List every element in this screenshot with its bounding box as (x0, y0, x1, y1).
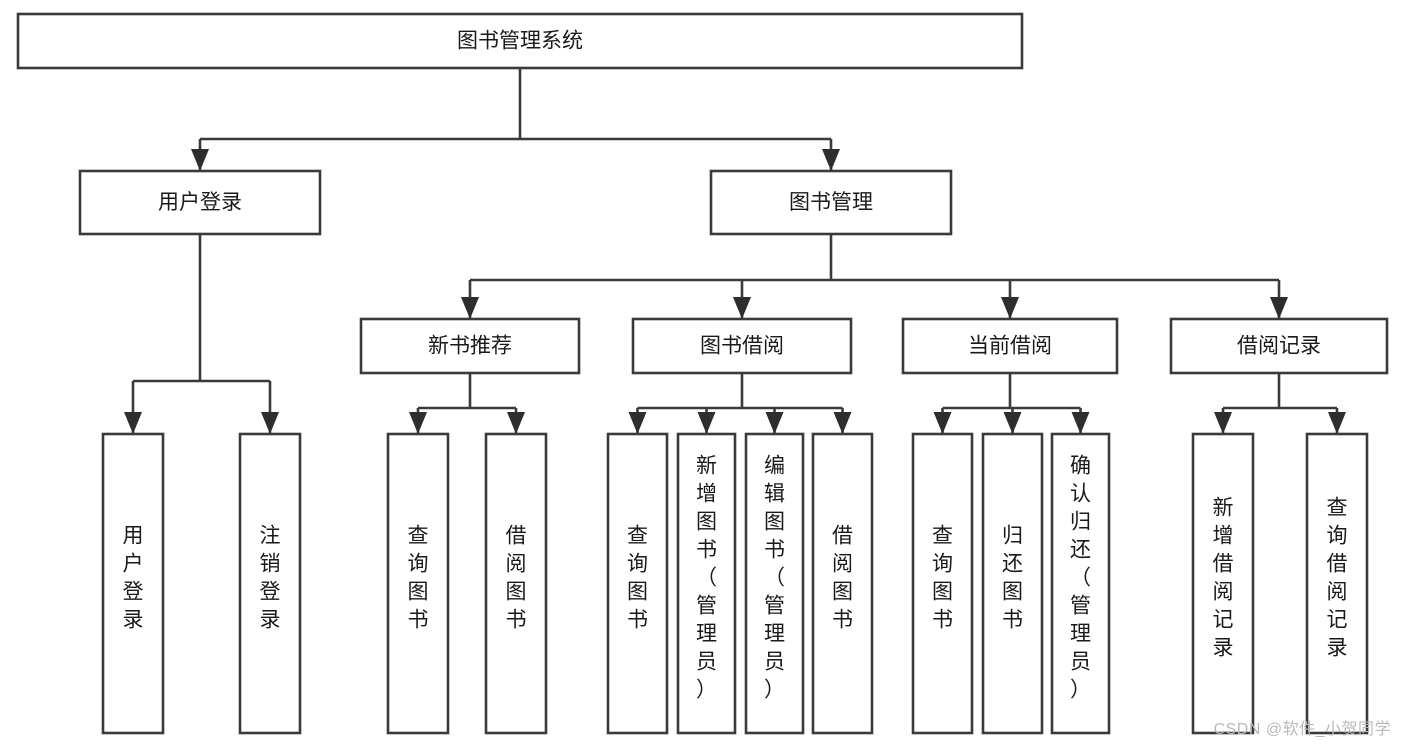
arrow-head-icon-borrow-book-recommend (507, 412, 525, 434)
node-box-book-borrow[interactable] (631, 317, 853, 375)
node-label-edit-book-admin: 编辑图书（管理员） (764, 455, 785, 702)
node-label-root: 图书管理系统 (457, 30, 583, 53)
node-label-user-logout: 注销登录 (260, 525, 281, 632)
node-query-book-recommend[interactable]: 查询图书 (386, 432, 450, 735)
node-query-borrow-record[interactable]: 查询借阅记录 (1305, 432, 1369, 735)
arrow-head-icon-new-book-recommend (461, 297, 479, 319)
node-user-login-do[interactable]: 用户登录 (101, 432, 165, 735)
node-label-book-borrow: 图书借阅 (700, 335, 784, 358)
node-box-new-book-recommend[interactable] (359, 317, 581, 375)
node-user-login[interactable]: 用户登录 (78, 169, 322, 236)
node-box-root[interactable] (16, 12, 1024, 70)
node-label-add-book-admin: 新增图书（管理员） (696, 455, 717, 702)
arrow-head-icon-user-logout (261, 412, 279, 434)
arrow-head-icon-borrow-record (1270, 297, 1288, 319)
node-label-query-book-borrow: 查询图书 (627, 525, 648, 632)
arrow-head-icon-user-login-do (124, 412, 142, 434)
arrow-head-icon-query-book-current (933, 412, 952, 434)
node-confirm-return-admin[interactable]: 确认归还（管理员） (1050, 432, 1111, 735)
arrow-head-icon-query-book-recommend (409, 412, 427, 434)
node-add-borrow-record[interactable]: 新增借阅记录 (1191, 432, 1255, 735)
node-box-query-book-current[interactable] (911, 432, 974, 735)
node-box-user-login[interactable] (78, 169, 322, 236)
node-label-current-borrow: 当前借阅 (968, 335, 1052, 358)
node-label-borrow-record: 借阅记录 (1237, 335, 1321, 358)
arrow-head-icon-add-book-admin (697, 412, 716, 434)
node-query-book-borrow[interactable]: 查询图书 (606, 432, 669, 735)
node-label-user-login-do: 用户登录 (123, 525, 144, 632)
node-label-user-login: 用户登录 (158, 191, 242, 214)
arrow-head-icon-borrow-book-action (833, 412, 852, 434)
node-user-logout[interactable]: 注销登录 (238, 432, 302, 735)
node-box-current-borrow[interactable] (901, 317, 1119, 375)
node-box-book-management[interactable] (709, 169, 953, 236)
arrow-head-icon-return-book (1003, 412, 1022, 434)
node-label-query-borrow-record: 查询借阅记录 (1327, 497, 1348, 660)
node-box-confirm-return-admin[interactable] (1050, 432, 1111, 735)
node-book-management[interactable]: 图书管理 (709, 169, 953, 236)
arrow-head-icon-confirm-return-admin (1071, 412, 1090, 434)
node-label-add-borrow-record: 新增借阅记录 (1213, 497, 1234, 660)
node-edit-book-admin[interactable]: 编辑图书（管理员） (744, 432, 805, 735)
node-label-query-book-current: 查询图书 (932, 525, 953, 632)
arrow-head-icon-edit-book-admin (765, 412, 784, 434)
arrow-head-icon-query-borrow-record (1328, 412, 1346, 434)
node-box-borrow-record[interactable] (1169, 317, 1389, 375)
node-box-user-login-do[interactable] (101, 432, 165, 735)
node-label-confirm-return-admin: 确认归还（管理员） (1070, 455, 1091, 702)
node-label-query-book-recommend: 查询图书 (408, 525, 429, 632)
node-root[interactable]: 图书管理系统 (16, 12, 1024, 70)
node-book-borrow[interactable]: 图书借阅 (631, 317, 853, 375)
node-borrow-record[interactable]: 借阅记录 (1169, 317, 1389, 375)
node-borrow-book-action[interactable]: 借阅图书 (811, 432, 874, 735)
node-current-borrow[interactable]: 当前借阅 (901, 317, 1119, 375)
node-return-book[interactable]: 归还图书 (981, 432, 1044, 735)
node-box-add-book-admin[interactable] (676, 432, 737, 735)
node-label-new-book-recommend: 新书推荐 (428, 335, 512, 358)
node-label-borrow-book-action: 借阅图书 (832, 525, 853, 632)
node-box-user-logout[interactable] (238, 432, 302, 735)
node-box-query-borrow-record[interactable] (1305, 432, 1369, 735)
arrow-head-icon-book-management (822, 149, 840, 171)
arrow-head-icon-add-borrow-record (1214, 412, 1232, 434)
arrow-head-icon-query-book-borrow (628, 412, 647, 434)
node-box-query-book-borrow[interactable] (606, 432, 669, 735)
arrow-head-icon-current-borrow (1001, 297, 1019, 319)
node-box-query-book-recommend[interactable] (386, 432, 450, 735)
node-box-return-book[interactable] (981, 432, 1044, 735)
node-label-return-book: 归还图书 (1002, 525, 1023, 632)
node-box-borrow-book-action[interactable] (811, 432, 874, 735)
node-box-edit-book-admin[interactable] (744, 432, 805, 735)
node-box-borrow-book-recommend[interactable] (484, 432, 548, 735)
node-add-book-admin[interactable]: 新增图书（管理员） (676, 432, 737, 735)
arrow-head-icon-book-borrow (733, 297, 751, 319)
node-box-add-borrow-record[interactable] (1191, 432, 1255, 735)
node-label-borrow-book-recommend: 借阅图书 (506, 525, 527, 632)
node-label-book-management: 图书管理 (789, 191, 873, 214)
node-query-book-current[interactable]: 查询图书 (911, 432, 974, 735)
node-borrow-book-recommend[interactable]: 借阅图书 (484, 432, 548, 735)
node-new-book-recommend[interactable]: 新书推荐 (359, 317, 581, 375)
arrow-head-icon-user-login (191, 149, 209, 171)
